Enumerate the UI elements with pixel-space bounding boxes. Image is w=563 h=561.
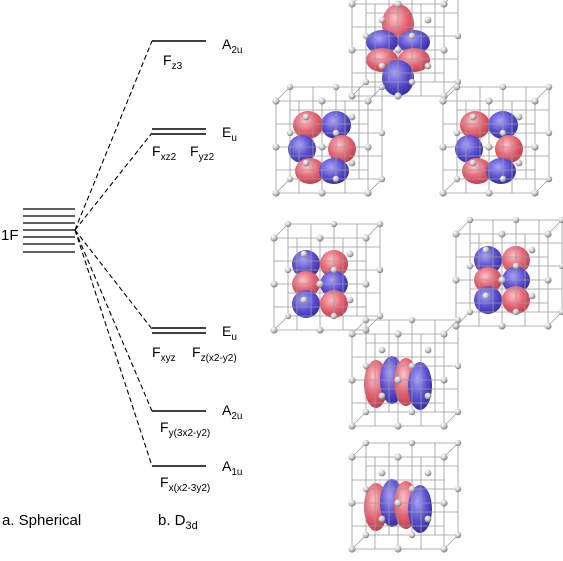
orbital-label-fzx2y2: Fz(x2-y2) xyxy=(192,344,237,364)
orbital-label-fxx23y2: Fx(x2-3y2) xyxy=(160,474,210,494)
orbital-fy3x2y2 xyxy=(348,316,462,430)
orbital-fzx2y2 xyxy=(452,216,563,330)
d3d-levels xyxy=(152,40,206,467)
caption-spherical: a. Spherical xyxy=(2,512,81,529)
symmetry-label-a2u-lower: A2u xyxy=(222,402,242,422)
caption-d3d: b. D3d xyxy=(158,512,198,532)
orbital-fxyz xyxy=(270,220,384,334)
symmetry-label-eu-upper: Eu xyxy=(222,124,237,144)
orbital-label-fyz2: Fyz2 xyxy=(190,143,215,163)
orbital-label-fy3x2y2: Fy(3x2-y2) xyxy=(160,419,210,439)
spherical-levels xyxy=(23,208,75,253)
orbital-label-fxz2: Fxz2 xyxy=(152,143,177,163)
orbital-fxx23y2 xyxy=(348,439,462,553)
correlation-lines xyxy=(74,40,153,467)
orbital-label-fz3: Fz3 xyxy=(163,52,183,72)
symmetry-label-eu-lower: Eu xyxy=(222,323,237,343)
spherical-term-label: 1F xyxy=(1,227,19,244)
orbital-fyz2 xyxy=(439,83,553,197)
orbital-fz3 xyxy=(348,0,462,100)
orbital-fxz2 xyxy=(272,83,386,197)
orbital-label-fxyz: Fxyz xyxy=(152,344,176,364)
symmetry-label-a1u: A1u xyxy=(222,458,242,478)
orbital-images xyxy=(270,0,563,553)
symmetry-label-a2u-top: A2u xyxy=(222,36,242,56)
